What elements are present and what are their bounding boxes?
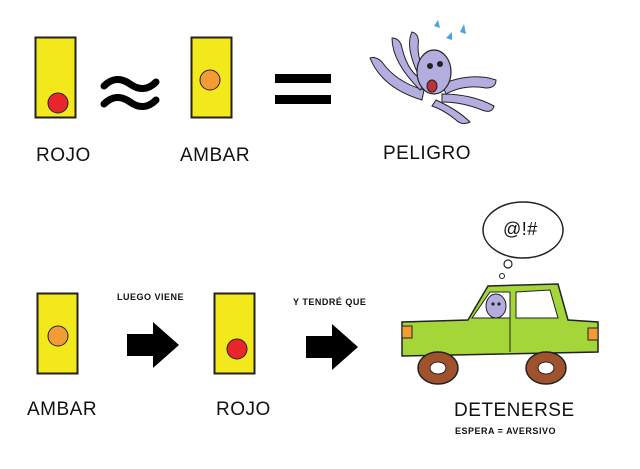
label-peligro: PELIGRO bbox=[383, 143, 471, 164]
amber-lamp bbox=[47, 325, 69, 347]
caption-luego-viene: LUEGO VIENE bbox=[117, 292, 185, 302]
equals-sign bbox=[275, 74, 331, 104]
arrow-right-icon bbox=[306, 324, 358, 370]
traffic-light-amber-2 bbox=[36, 292, 79, 375]
arrow-right-icon bbox=[127, 322, 179, 368]
caption-y-tendre-que: Y TENDRÉ QUE bbox=[293, 297, 367, 307]
approx-sign bbox=[100, 76, 160, 110]
traffic-light-red-2 bbox=[213, 292, 256, 375]
amber-lamp bbox=[199, 69, 221, 91]
red-lamp bbox=[226, 338, 248, 360]
label-espera-aversivo: ESPERA = AVERSIVO bbox=[455, 426, 556, 436]
label-ambar-1: AMBAR bbox=[180, 145, 251, 166]
label-ambar-2: AMBAR bbox=[27, 399, 98, 420]
red-lamp bbox=[47, 92, 69, 114]
speech-bubble bbox=[482, 201, 564, 279]
car-icon bbox=[401, 283, 599, 385]
label-rojo-2: ROJO bbox=[216, 399, 271, 420]
traffic-light-red bbox=[34, 36, 77, 119]
traffic-light-amber bbox=[190, 36, 233, 119]
label-detenerse: DETENERSE bbox=[454, 400, 575, 421]
octopus-icon bbox=[369, 20, 497, 125]
speech-text: @!# bbox=[503, 219, 538, 239]
label-rojo-1: ROJO bbox=[36, 145, 91, 166]
